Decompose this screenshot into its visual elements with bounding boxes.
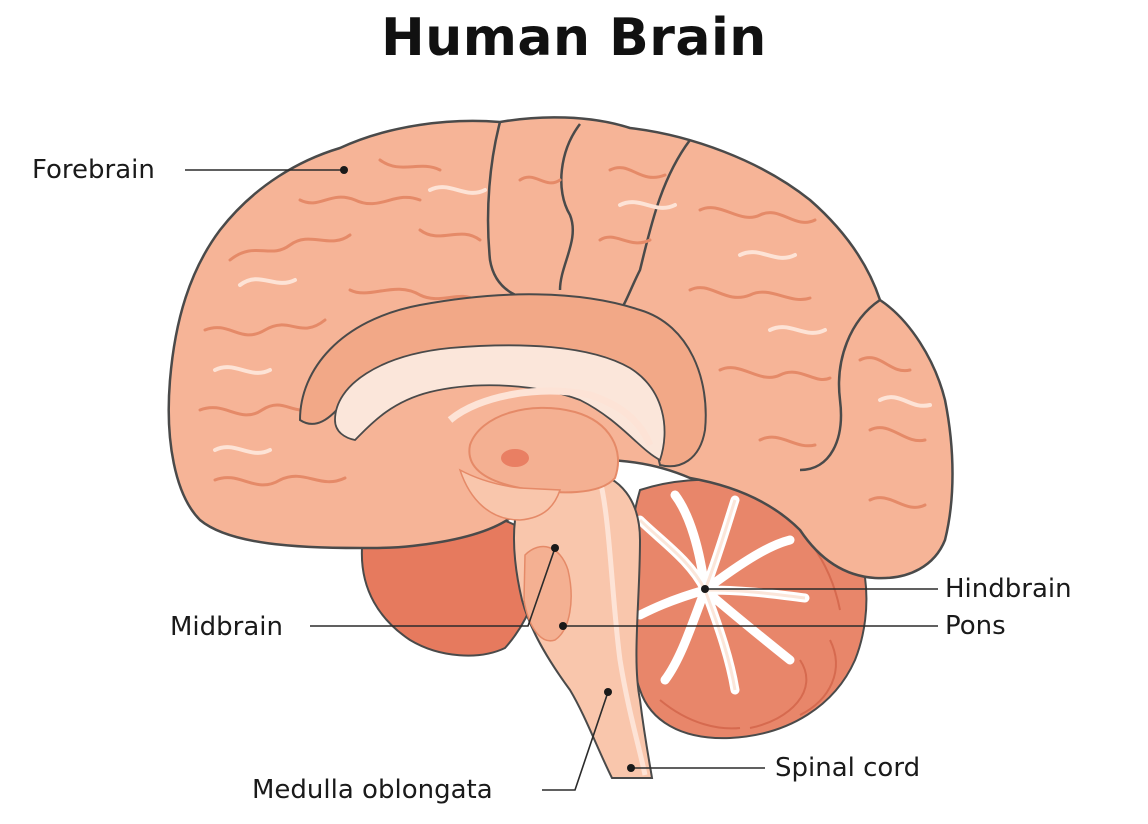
midbrain-dot bbox=[551, 544, 559, 552]
label-hindbrain: Hindbrain bbox=[945, 574, 1072, 604]
brainstem-highlight bbox=[597, 479, 648, 776]
label-pons: Pons bbox=[945, 611, 1006, 641]
label-spinal-cord: Spinal cord bbox=[775, 753, 920, 783]
leader-lines bbox=[185, 166, 938, 791]
midbrain-leader bbox=[310, 547, 556, 627]
arbor-vitae-branches bbox=[638, 499, 806, 691]
diagram-title: Human Brain bbox=[381, 8, 767, 68]
medulla-dot bbox=[604, 688, 612, 696]
hindbrain-dot bbox=[701, 585, 709, 593]
hypothalamus bbox=[458, 468, 562, 521]
fornix bbox=[447, 387, 654, 447]
label-medulla-oblongata: Medulla oblongata bbox=[252, 775, 493, 805]
thalamus bbox=[468, 406, 620, 494]
pons-bulge bbox=[523, 545, 572, 642]
gyri-pattern bbox=[198, 158, 927, 509]
pons-dot bbox=[559, 622, 567, 630]
deep-nucleus bbox=[501, 449, 529, 467]
medulla-leader bbox=[542, 691, 609, 791]
spinal-cord-dot bbox=[627, 764, 635, 772]
label-midbrain: Midbrain bbox=[170, 612, 283, 642]
gyri-highlights bbox=[213, 185, 932, 455]
label-forebrain: Forebrain bbox=[32, 155, 155, 185]
forebrain-dot bbox=[340, 166, 348, 174]
corpus-callosum bbox=[334, 344, 666, 462]
